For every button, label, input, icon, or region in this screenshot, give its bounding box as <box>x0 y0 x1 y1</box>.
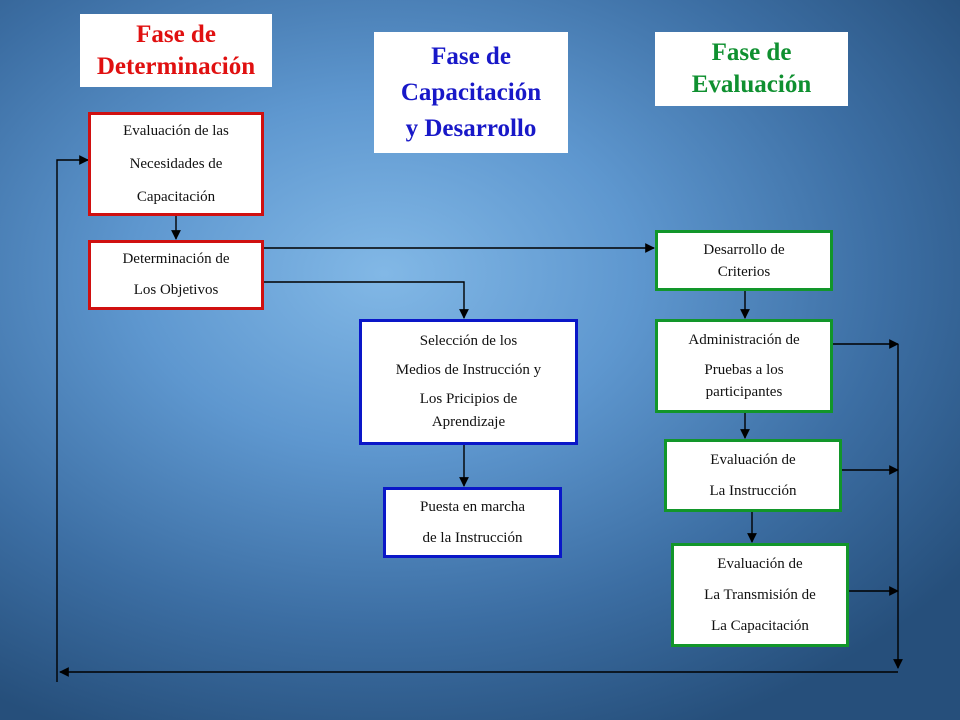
phase-header-training: Fase de Capacitación y Desarrollo <box>374 32 568 153</box>
box-criteria: Desarrollo de Criterios <box>655 230 833 291</box>
box-tests-line2: Pruebas a los <box>704 362 784 378</box>
box-implementation-line2: de la Instrucción <box>422 529 523 546</box>
box-instruction-eval: Evaluación de La Instrucción <box>664 439 842 512</box>
box-objectives-line2: Los Objetivos <box>133 282 219 298</box>
box-transfer-eval-line2: La Transmisión de <box>704 586 816 603</box>
phase-training-line1: Fase de <box>431 42 511 70</box>
box-transfer-eval: Evaluación de La Transmisión de La Capac… <box>671 543 849 647</box>
box-media-selection: Selección de los Medios de Instrucción y… <box>359 319 578 445</box>
box-implementation-line1: Puesta en marcha <box>420 498 525 515</box>
box-criteria-line1: Desarrollo de <box>703 241 785 258</box>
box-instruction-eval-line2: La Instrucción <box>709 482 797 499</box>
box-transfer-eval-line1: Evaluación de <box>717 555 803 572</box>
phase-training-line3: y Desarrollo <box>405 114 537 142</box>
left-feedback-rail <box>56 155 89 682</box>
box-media-line2: Medios de Instrucción y <box>395 362 542 378</box>
box-tests-line1: Administración de <box>688 332 800 348</box>
box-needs-assessment: Evaluación de las Necesidades de Capacit… <box>88 112 264 216</box>
box-objectives: Determinación de Los Objetivos <box>88 240 264 310</box>
box-needs-line1: Evaluación de las <box>123 122 229 139</box>
box-tests: Administración de Pruebas a los particip… <box>655 319 833 413</box>
box-objectives-line1: Determinación de <box>122 251 230 267</box>
box-tests-line3: participantes <box>705 384 783 400</box>
phase-header-evaluation: Fase de Evaluación <box>655 32 848 106</box>
phase-evaluation-line1: Fase de <box>711 39 792 66</box>
box-instruction-eval-line1: Evaluación de <box>710 451 796 468</box>
box-needs-line2: Necesidades de <box>129 155 223 172</box>
phase-determination-line1: Fase de <box>136 20 216 48</box>
box-needs-line3: Capacitación <box>136 188 216 205</box>
box-media-line4: Aprendizaje <box>431 414 506 430</box>
phase-determination-line2: Determinación <box>96 52 256 80</box>
box-criteria-line2: Criterios <box>717 263 771 280</box>
box-transfer-eval-line3: La Capacitación <box>711 617 809 634</box>
box-media-line3: Los Pricipios de <box>419 391 518 407</box>
box-implementation: Puesta en marcha de la Instrucción <box>383 487 562 558</box>
phase-training-line2: Capacitación <box>400 78 542 106</box>
phase-header-determination: Fase de Determinación <box>80 14 272 87</box>
box-media-line1: Selección de los <box>419 333 518 349</box>
arrow-objectives-to-media <box>264 281 469 319</box>
phase-evaluation-line2: Evaluación <box>691 71 812 98</box>
